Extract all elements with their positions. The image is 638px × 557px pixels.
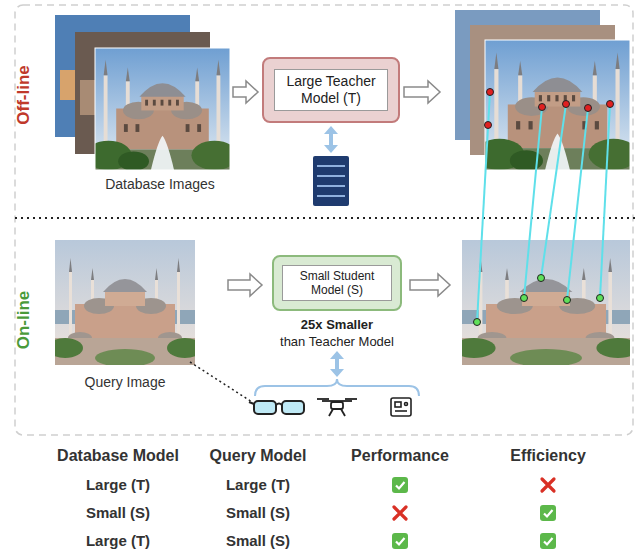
model-name: Small Student Model (S) bbox=[282, 265, 392, 302]
correspondence-lines bbox=[477, 92, 610, 322]
table-cell: Large (T) bbox=[226, 476, 290, 493]
server-icon bbox=[313, 156, 349, 206]
matched-database-images bbox=[455, 10, 638, 171]
image-caption: Database Images bbox=[105, 176, 215, 192]
glasses-icon bbox=[249, 401, 304, 414]
leader-line bbox=[190, 362, 252, 402]
server-link bbox=[324, 126, 338, 153]
table-header: Performance bbox=[351, 447, 449, 465]
separator bbox=[15, 217, 636, 219]
table-cell: Small (S) bbox=[226, 532, 290, 549]
teacher-model-box: Large Teacher Model (T) bbox=[262, 57, 400, 123]
drone-icon bbox=[317, 399, 357, 416]
device-link bbox=[255, 351, 419, 396]
cross-mark bbox=[542, 479, 554, 491]
cross-mark bbox=[394, 507, 406, 519]
check-mark bbox=[392, 533, 408, 549]
size-note: than Teacher Model bbox=[280, 335, 394, 350]
image-caption: Query Image bbox=[85, 374, 166, 390]
model-name: Large Teacher Model (T) bbox=[274, 69, 388, 111]
table-cell: Large (T) bbox=[86, 532, 150, 549]
size-note: 25x Smaller bbox=[301, 318, 373, 333]
board-icon bbox=[391, 398, 411, 416]
table-header: Query Model bbox=[210, 447, 307, 465]
phase-label: Off-line bbox=[14, 65, 34, 125]
student-model-box: Small Student Model (S) bbox=[272, 255, 402, 312]
table-header: Efficiency bbox=[510, 447, 586, 465]
keypoints-query bbox=[474, 275, 604, 326]
table-cell: Small (S) bbox=[86, 504, 150, 521]
query-image bbox=[47, 240, 203, 367]
keypoints-database bbox=[485, 89, 614, 129]
database-images bbox=[55, 15, 238, 171]
table-header: Database Model bbox=[57, 447, 179, 465]
table-cell: Small (S) bbox=[226, 504, 290, 521]
check-mark bbox=[540, 505, 556, 521]
check-mark bbox=[392, 477, 408, 493]
phase-label: On-line bbox=[14, 291, 34, 350]
table-cell: Large (T) bbox=[86, 476, 150, 493]
check-mark bbox=[540, 533, 556, 549]
